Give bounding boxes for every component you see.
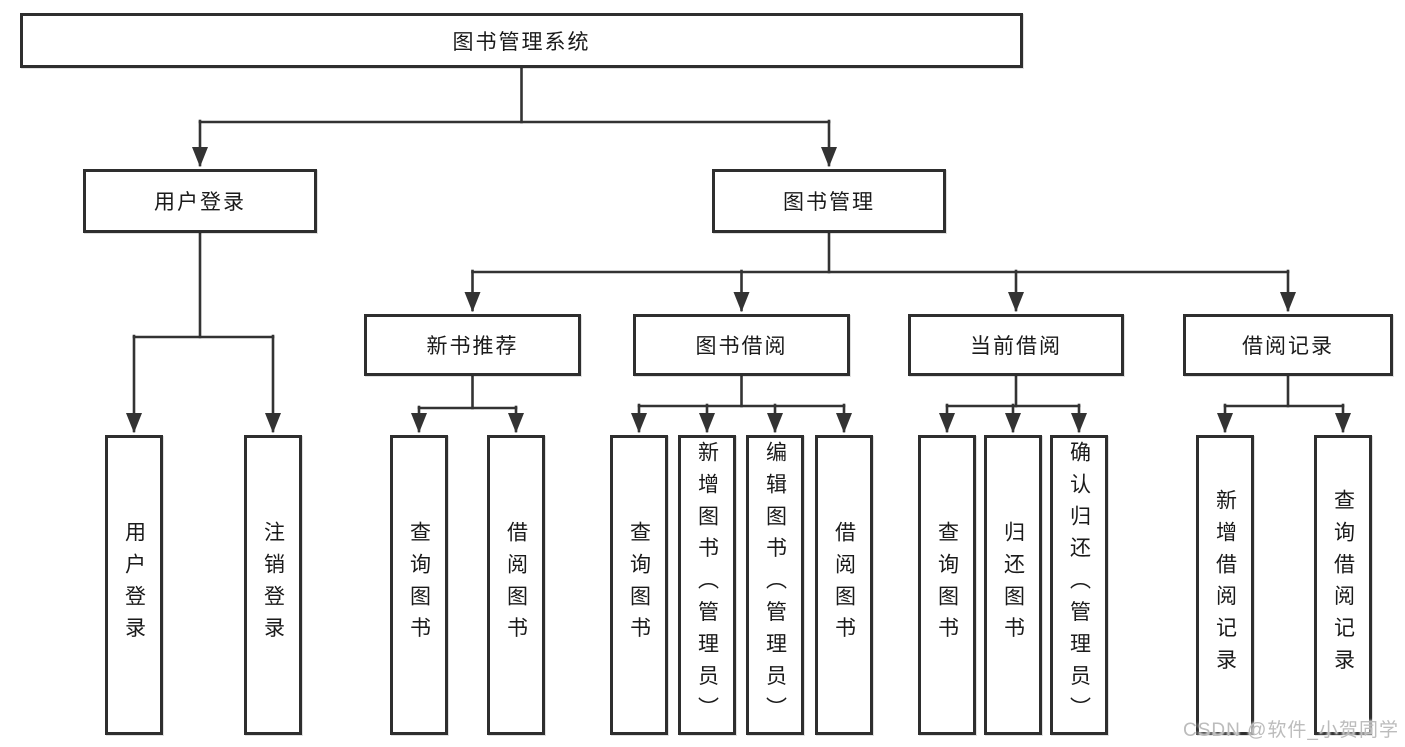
csdn-watermark: CSDN @软件_小贺同学 [1183, 720, 1399, 741]
node-label: 图书管理 [783, 191, 875, 214]
node-library-management-system: 图书管理系统 [20, 13, 1023, 68]
node-book-borrow: 图书借阅 [633, 314, 850, 376]
node-book-management-branch: 图书管理 [712, 169, 946, 233]
node-new-book-recommend: 新书推荐 [364, 314, 581, 376]
node-label: 借阅记录 [1242, 335, 1334, 358]
node-label: 新增借阅记录 [1213, 489, 1237, 681]
node-label: 借阅图书 [832, 521, 856, 649]
leaf-query-books-borrow: 查询图书 [610, 435, 668, 735]
node-label: 用户登录 [154, 191, 246, 214]
leaf-query-borrow-record: 查询借阅记录 [1314, 435, 1372, 735]
node-current-borrow: 当前借阅 [908, 314, 1124, 376]
leaf-logout: 注销登录 [244, 435, 302, 735]
node-label: 借阅图书 [504, 521, 528, 649]
node-label: 新书推荐 [426, 335, 519, 358]
node-label: 新增图书（管理员） [695, 441, 719, 729]
node-label: 查询图书 [935, 521, 959, 649]
node-user-login-branch: 用户登录 [83, 169, 317, 233]
node-label: 查询图书 [627, 521, 651, 649]
leaf-add-books-admin: 新增图书（管理员） [678, 435, 736, 735]
node-label: 注销登录 [261, 521, 285, 649]
node-label: 查询图书 [407, 521, 431, 649]
node-label: 查询借阅记录 [1331, 489, 1355, 681]
node-label: 图书管理系统 [452, 30, 591, 54]
leaf-query-books-recommend: 查询图书 [390, 435, 448, 735]
leaf-return-books: 归还图书 [984, 435, 1042, 735]
node-label: 图书借阅 [695, 335, 788, 358]
node-borrow-records: 借阅记录 [1183, 314, 1393, 376]
leaf-borrow-books: 借阅图书 [815, 435, 873, 735]
node-label: 用户登录 [122, 521, 146, 649]
leaf-add-borrow-record: 新增借阅记录 [1196, 435, 1254, 735]
node-label: 当前借阅 [970, 335, 1062, 358]
leaf-confirm-return-admin: 确认归还（管理员） [1050, 435, 1108, 735]
leaf-user-login: 用户登录 [105, 435, 163, 735]
leaf-query-books-current: 查询图书 [918, 435, 976, 735]
node-label: 归还图书 [1001, 521, 1025, 649]
node-label: 编辑图书（管理员） [763, 441, 787, 729]
leaf-edit-books-admin: 编辑图书（管理员） [746, 435, 804, 735]
node-label: 确认归还（管理员） [1067, 441, 1091, 729]
leaf-borrow-books-recommend: 借阅图书 [487, 435, 545, 735]
